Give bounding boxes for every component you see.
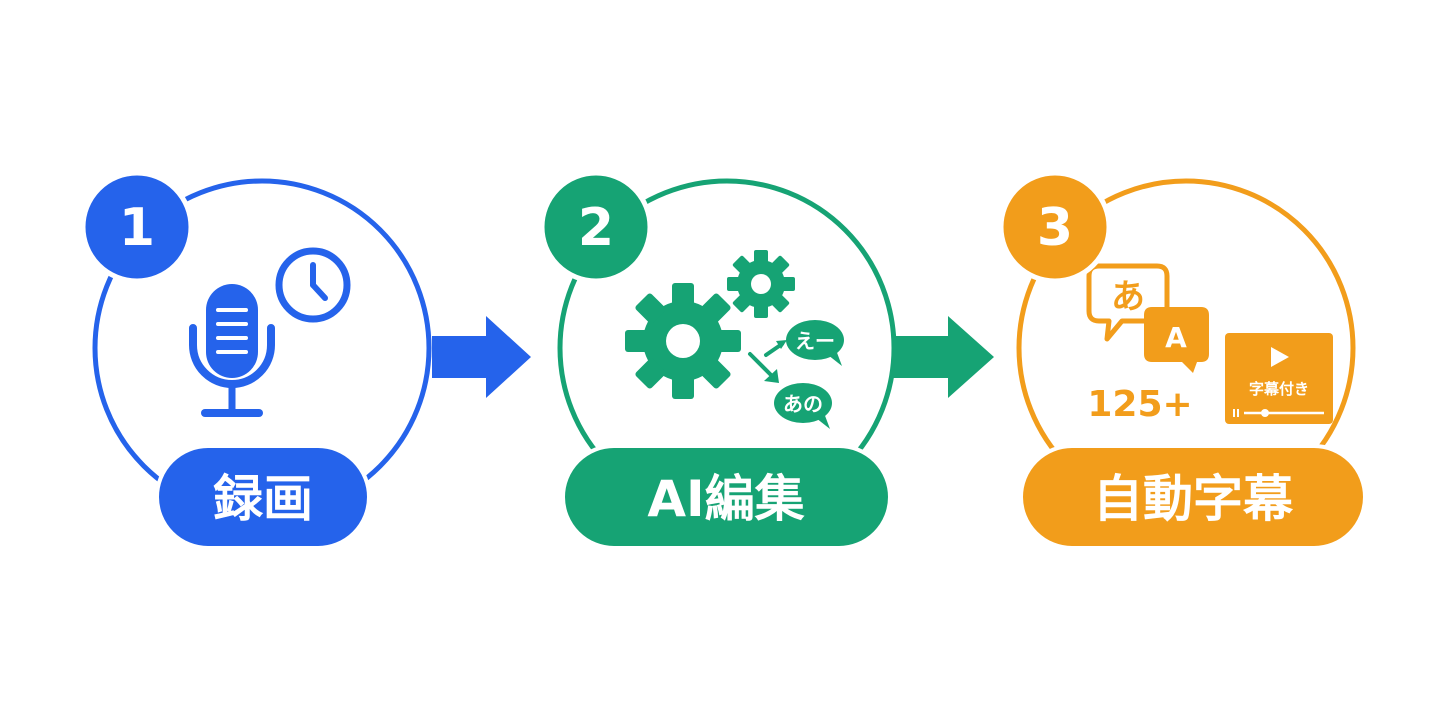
step-2-number-badge: 2	[539, 170, 653, 284]
step-2-label: AI編集	[647, 470, 804, 528]
step-3-label: 自動字幕	[1093, 470, 1294, 528]
step-1: 1 録画	[80, 170, 432, 550]
step-2-label-pill: AI編集	[561, 444, 892, 550]
step-2: えー あの 2 AI編集	[539, 170, 897, 550]
filler-word-1: えー	[795, 329, 835, 353]
speech-bubble-filler-1: えー	[786, 320, 844, 366]
step-1-label: 録画	[213, 470, 313, 528]
video-player-icon: 字幕付き	[1225, 333, 1333, 424]
step-1-number-badge: 1	[80, 170, 194, 284]
arrow-2-to-3	[893, 316, 994, 398]
arrow-1-to-2	[432, 316, 531, 398]
gear-icon	[625, 283, 741, 399]
filler-word-2: あの	[783, 392, 823, 416]
translation-bubble-icon: A	[1144, 307, 1209, 373]
step-3: あ A 125+ 字幕付き 3 自動字幕	[998, 170, 1367, 550]
bubble-en-char: A	[1165, 321, 1187, 354]
speech-bubble-filler-2: あの	[774, 383, 832, 429]
small-gear-icon	[727, 250, 795, 318]
video-badge-text: 字幕付き	[1249, 380, 1309, 398]
step-1-label-pill: 録画	[155, 444, 371, 550]
step-1-number: 1	[119, 198, 155, 258]
play-icon	[1271, 347, 1289, 367]
step-2-number: 2	[578, 198, 614, 258]
language-count: 125+	[1087, 384, 1192, 425]
bubble-ja-char: あ	[1111, 277, 1145, 317]
microphone-icon	[189, 284, 275, 417]
step-3-label-pill: 自動字幕	[1019, 444, 1367, 550]
step-3-number: 3	[1037, 198, 1073, 258]
clock-icon	[268, 240, 358, 330]
step-3-number-badge: 3	[998, 170, 1112, 284]
removal-arrows-icon	[748, 340, 787, 383]
